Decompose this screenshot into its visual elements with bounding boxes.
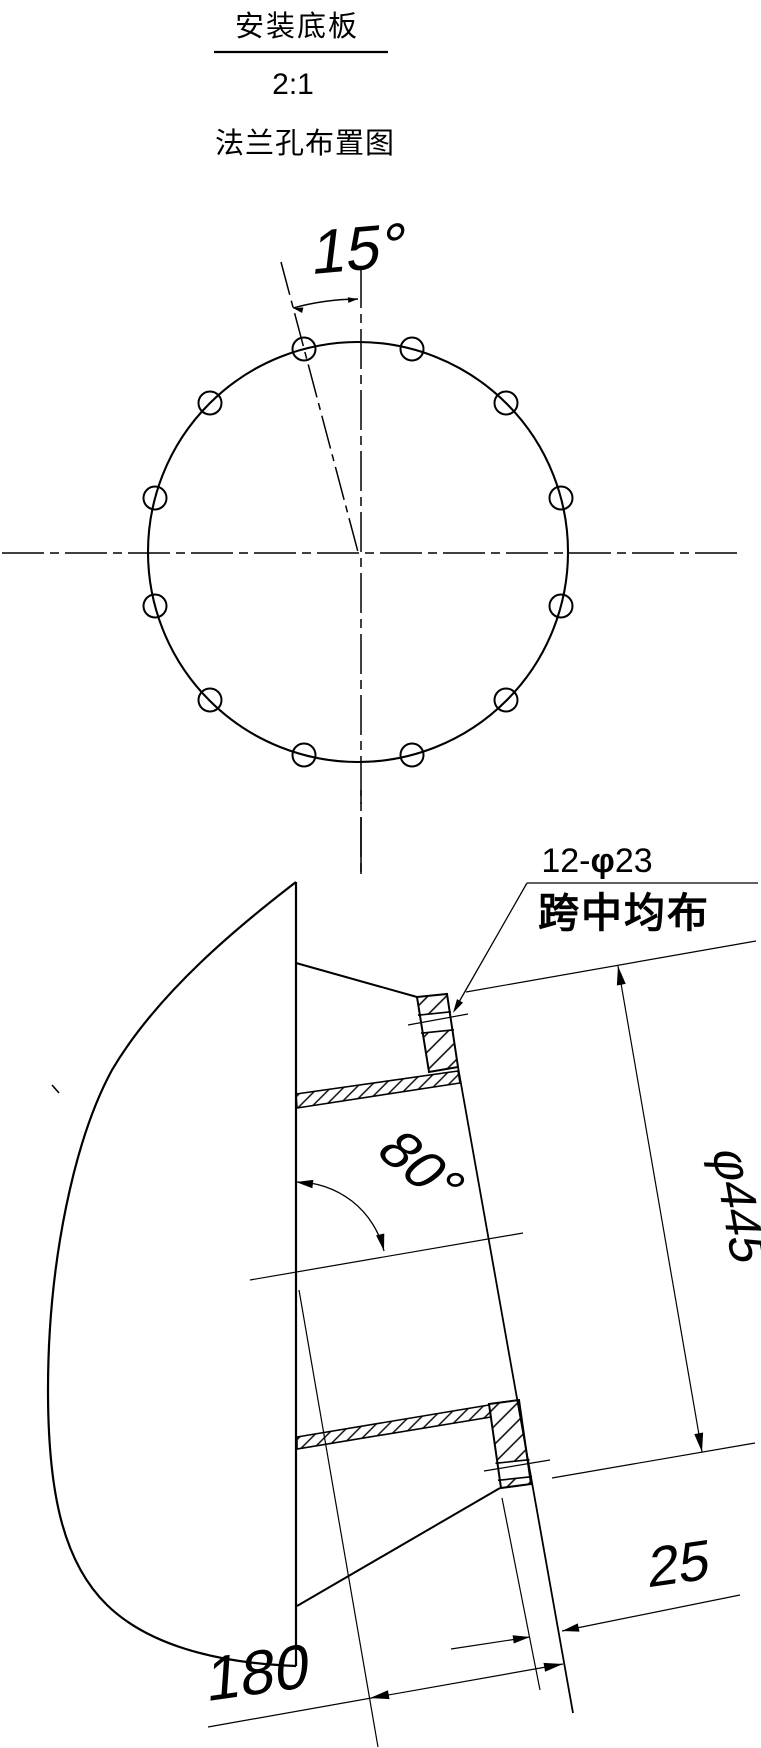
bolt-hole-edge — [495, 1458, 530, 1465]
angle-80-arc — [295, 1181, 385, 1252]
bolt-circle-dia-label: φ445 — [701, 1149, 761, 1265]
dome-outline — [46, 881, 297, 1668]
bolt-hole — [197, 390, 223, 416]
phi-symbol: φ — [590, 842, 614, 880]
bolt-hole-edge — [420, 1029, 455, 1034]
flange-ring-bottom-section — [483, 1398, 551, 1490]
extension-line-top-hole-axis — [465, 940, 757, 993]
cone-bottom-edge — [296, 1487, 501, 1607]
extension-line-bottom-hole-axis — [551, 1442, 756, 1479]
bolt-hole — [197, 687, 223, 713]
arrowhead — [543, 1662, 563, 1672]
flange-section-view: 12-φ23 跨中均布 φ445 80° 180 — [46, 790, 761, 1748]
stray-tick — [51, 1084, 60, 1094]
arrowhead — [347, 297, 358, 303]
arrowhead — [562, 1623, 580, 1632]
shell-section-upper — [295, 1070, 461, 1109]
bolt-hole — [493, 687, 519, 713]
thickness-25-label: 25 — [646, 1527, 712, 1599]
bolt-hole-gap — [419, 1012, 453, 1033]
flange-ring-top-section — [407, 992, 469, 1074]
ring-outline — [415, 992, 460, 1074]
bolt-hole — [493, 390, 519, 416]
arrowhead — [453, 999, 464, 1013]
bolt-hole — [399, 742, 425, 768]
arrowhead — [376, 1233, 385, 1251]
distribution-label: 跨中均布 — [538, 890, 710, 936]
bolt-hole — [291, 336, 317, 362]
arrowhead — [512, 1635, 530, 1644]
extension-line-flange-inner — [501, 1497, 541, 1691]
cone-top-edge — [295, 962, 418, 998]
bolt-hole — [291, 742, 317, 768]
holes-dia-text: 23 — [615, 842, 653, 880]
centerline-15deg — [280, 261, 359, 553]
bolt-hole — [399, 336, 425, 362]
bolt-hole — [548, 593, 574, 619]
bolt-hole — [142, 485, 168, 511]
leader-line — [454, 882, 528, 1010]
flange-outer-face — [457, 1066, 574, 1714]
arrowhead — [293, 307, 304, 313]
bolt-circle — [146, 340, 570, 764]
drawing-title: 安装底板 — [235, 10, 359, 43]
extension-line-dome-edge — [298, 1289, 379, 1748]
arrowhead — [694, 1432, 704, 1452]
bolt-hole — [548, 485, 574, 511]
bolt-hole-axis — [483, 1459, 551, 1472]
bolt-holes — [142, 336, 574, 768]
cone-angle-label: 80° — [364, 1121, 479, 1215]
shell-section-lower — [296, 1404, 492, 1450]
dimension-tail-25-right — [561, 1594, 741, 1632]
ring-outline — [487, 1398, 533, 1490]
drawing-scale: 2:1 — [272, 68, 314, 101]
arrowhead — [370, 1690, 390, 1700]
angle-15-label: 15° — [309, 210, 411, 288]
holes-callout: 12-φ23 — [541, 842, 652, 880]
flange-hole-layout-view: 15° — [2, 210, 737, 874]
arrowhead — [296, 1179, 314, 1189]
bolt-hole-edge — [497, 1475, 533, 1482]
view-subtitle: 法兰孔布置图 — [215, 127, 395, 160]
bolt-hole-axis — [407, 1013, 469, 1026]
bolt-hole — [142, 593, 168, 619]
height-180-label: 180 — [205, 1630, 312, 1715]
bolt-hole-edge — [417, 1011, 452, 1016]
flange-mid-centerline — [249, 1232, 524, 1281]
holes-count-text: 12- — [541, 842, 590, 880]
dimension-line-dia445 — [617, 965, 703, 1453]
arrowhead — [616, 966, 626, 986]
